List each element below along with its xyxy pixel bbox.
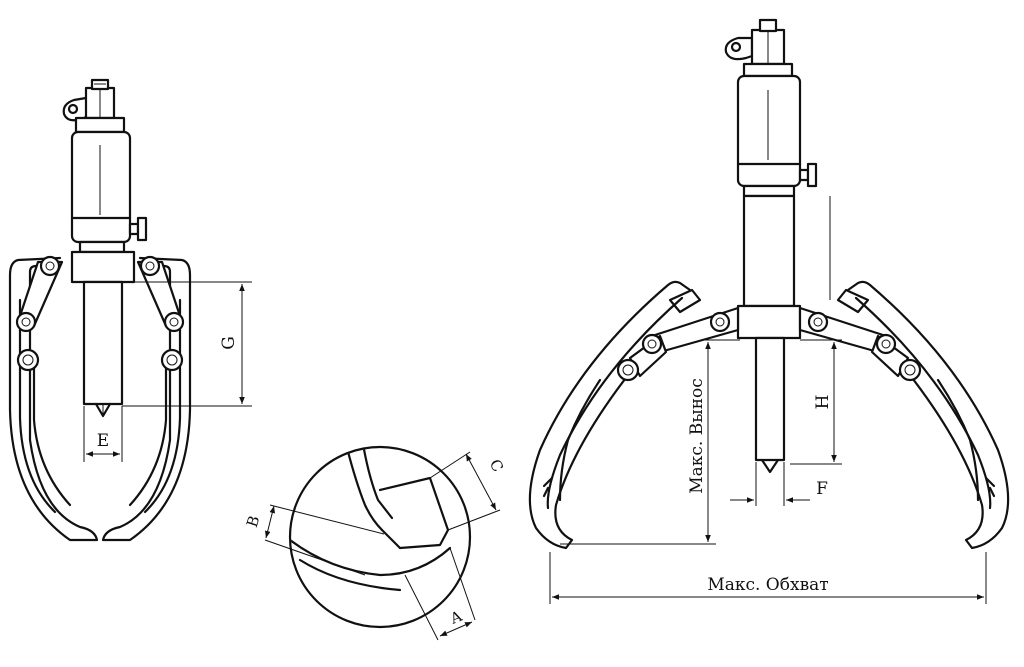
arm-left-open	[528, 280, 740, 550]
puller-open-view: H F Макс. Вынос Макс. Обхват	[528, 18, 1010, 604]
dimension-g: G	[122, 281, 252, 407]
label-b: B	[243, 513, 264, 529]
dimension-max-reach: Макс. Вынос	[560, 339, 740, 545]
cylinder-left	[70, 116, 148, 254]
label-max-reach: Макс. Вынос	[687, 378, 707, 494]
dimension-h: H	[790, 339, 842, 465]
label-h: H	[813, 395, 833, 410]
label-g: G	[219, 336, 239, 350]
puller-closed-view: G E	[8, 78, 252, 542]
jaw-tip-detail: B C A	[243, 445, 507, 641]
dimension-e: E	[83, 406, 123, 462]
label-max-span: Макс. Обхват	[707, 575, 828, 595]
cylinder-right	[736, 62, 818, 308]
top-eye-left	[62, 78, 116, 122]
label-e: E	[97, 431, 109, 451]
arm-right-open	[798, 280, 1010, 550]
label-a: A	[447, 607, 465, 628]
ram-left	[70, 250, 136, 418]
dimension-f: F	[730, 462, 828, 506]
top-eye-right	[724, 18, 786, 66]
links-left	[15, 255, 185, 372]
ram-right	[736, 304, 802, 474]
label-f: F	[816, 479, 828, 499]
dimension-max-span: Макс. Обхват	[549, 552, 987, 604]
label-c: C	[486, 456, 507, 475]
